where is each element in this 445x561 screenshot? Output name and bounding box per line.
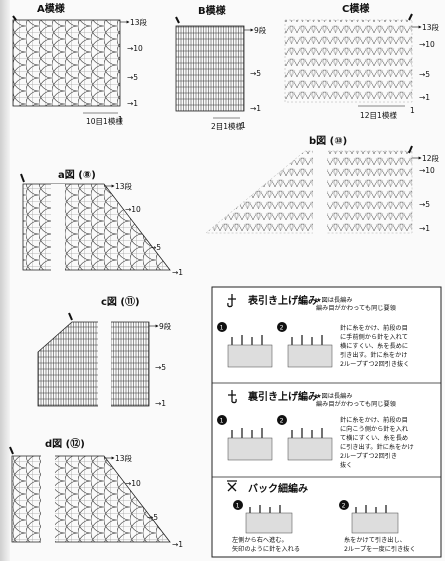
front-post-note2: 編み目がかわっても同じ要領 [316,304,397,312]
legend-reverse-sc: バック細編み 1 2 左側から右へ進む。 矢印のように針を入れる 糸をかけて引き… [227,480,416,553]
step-number-2: 2 [280,418,284,425]
swatch-a: A模様 13段 →10 →5 →1 10目1模様 1 [12,2,148,126]
front-post-illustration-2 [287,344,333,368]
chart-b-row-top: 12段 [422,153,440,163]
chart-a: a図 (⑧) 13段 →10 →5 →1 [20,169,183,277]
swatch-c: C模様 13段 →10 →5 →1 12目1模様 1 [284,2,440,120]
swatch-a-row-5: →5 [127,73,138,82]
swatch-b-repeat: 2目1模様 [211,121,244,131]
chart-b-row-10: →10 [419,166,435,175]
chart-c: c図 (⑪) 9段 →5 →1 [37,295,172,408]
swatch-a-row-1: →1 [127,99,138,108]
back-post-desc-2: に向こう側から針を入れ [340,425,409,433]
back-post-note1: ★図は長編み [316,392,352,400]
back-post-note2: 編み目がかわっても同じ要領 [316,400,397,408]
swatch-c-row-1: →1 [419,93,430,102]
swatch-a-title: A模様 [37,2,66,15]
swatch-b-row-1: →1 [250,104,261,113]
chart-d-row-5: →5 [147,513,158,522]
swatch-a-mark: 1 [118,115,123,124]
front-post-desc-1: 針に糸をかけ、前段の目 [340,324,408,332]
chart-a-row-5: →5 [150,243,161,252]
swatch-a-repeat: 10目1模様 [86,116,123,126]
reverse-sc-illustration-2 [351,512,399,534]
reverse-sc-illustration-1 [245,512,293,534]
front-post-name: 表引き上げ編み [247,294,318,307]
swatch-b-title: B模様 [198,4,227,17]
chart-d-row-top: 13段 [115,453,133,463]
swatch-c-mark: 1 [410,106,415,115]
chart-a-row-top: 13段 [115,181,133,191]
chart-c-row-top: 9段 [159,321,172,331]
swatch-c-row-10: →10 [419,40,435,49]
back-post-symbol-icon [228,390,237,404]
front-post-desc-2: に手前側から針を入れて [340,333,408,341]
front-post-illustration-1 [227,344,273,368]
swatch-b-row-5: →5 [250,69,261,78]
swatch-c-row-top: 13段 [422,22,440,32]
step-number-2: 2 [342,503,346,510]
stitch-legend: 表引き上げ編み ★図は長編み 編み目がかわっても同じ要領 1 2 針に糸をかけ、… [211,286,442,558]
swatch-c-repeat: 12目1模様 [360,110,397,120]
step-number-1: 1 [220,325,224,332]
back-post-desc-5: 2ループずつ2回引き [340,452,397,460]
swatch-c-row-5: →5 [419,70,430,79]
swatch-a-row-top: 13段 [130,17,148,27]
swatch-b: B模様 9段 →5 →1 2目1模様 1 [175,4,267,131]
legend-back-post: 裏引き上げ編み ★図は長編み 編み目がかわっても同じ要領 1 2 針に糸をかけ、… [217,390,414,469]
back-post-desc-6: 抜く [340,461,352,469]
front-post-symbol-icon [227,294,236,308]
reverse-sc-symbol-icon [227,480,237,492]
back-post-desc-4: に引き出す。針に糸をかけ [340,443,414,451]
chart-c-title: c図 (⑪) [101,295,140,308]
start-marker-icon [408,13,413,21]
back-post-illustration-2 [287,437,333,461]
reverse-sc-caption-2b: 2ループを一度に引き抜く [344,545,416,553]
reverse-sc-name: バック細編み [248,482,308,495]
start-marker-icon [408,145,413,154]
back-post-desc-3: て横にすくい、糸を長め [340,434,408,442]
reverse-sc-caption-1b: 矢印のように針を入れる [232,545,300,553]
step-number-1: 1 [220,418,224,425]
legend-front-post: 表引き上げ編み ★図は長編み 編み目がかわっても同じ要領 1 2 針に糸をかけ、… [217,294,409,368]
chart-b-row-5: →5 [419,200,430,209]
chart-c-row-5: →5 [155,363,166,372]
chart-d-row-1: →1 [172,540,183,549]
front-post-desc-3: 横にすくい、糸を長めに [340,342,408,350]
back-post-illustration-1 [227,437,273,461]
swatch-a-row-10: →10 [127,44,143,53]
chart-d-title: d図 (⑫) [45,437,85,450]
back-post-desc-1: 針に糸をかけ、前段の目 [340,416,408,424]
chart-b-row-1: →1 [419,224,430,233]
chart-a-row-1: →1 [172,268,183,277]
chart-b-title: b図 (⑩) [309,135,347,147]
chart-a-title: a図 (⑧) [58,169,96,181]
front-post-desc-5: 2ループずつ2回引き抜く [340,360,409,368]
swatch-c-title: C模様 [342,2,370,15]
swatch-b-row-top: 9段 [254,25,267,35]
front-post-note1: ★図は長編み [316,296,352,304]
start-marker-icon [9,446,14,455]
chart-d-row-10: →10 [125,479,141,488]
step-number-1: 1 [236,503,240,510]
chart-c-row-1: →1 [155,399,166,408]
reverse-sc-caption-1a: 左側から右へ進む。 [232,536,288,544]
chart-d: d図 (⑫) 13段 →10 →5 →1 [9,437,183,549]
back-post-name: 裏引き上げ編み [247,390,318,403]
start-marker-icon [68,312,73,321]
start-marker-icon [12,15,17,21]
front-post-desc-4: 引き出す。針に糸をかけ [340,351,407,359]
step-number-2: 2 [280,325,284,332]
page-gutter [0,0,10,561]
chart-a-row-10: →10 [125,205,141,214]
start-marker-icon [20,173,25,183]
chart-b: b図 (⑩) 12段 →10 →5 →1 [205,135,440,234]
reverse-sc-caption-2a: 糸をかけて引き出し、 [344,536,406,544]
swatch-b-mark: 1 [241,121,246,130]
start-marker-icon [175,16,180,24]
